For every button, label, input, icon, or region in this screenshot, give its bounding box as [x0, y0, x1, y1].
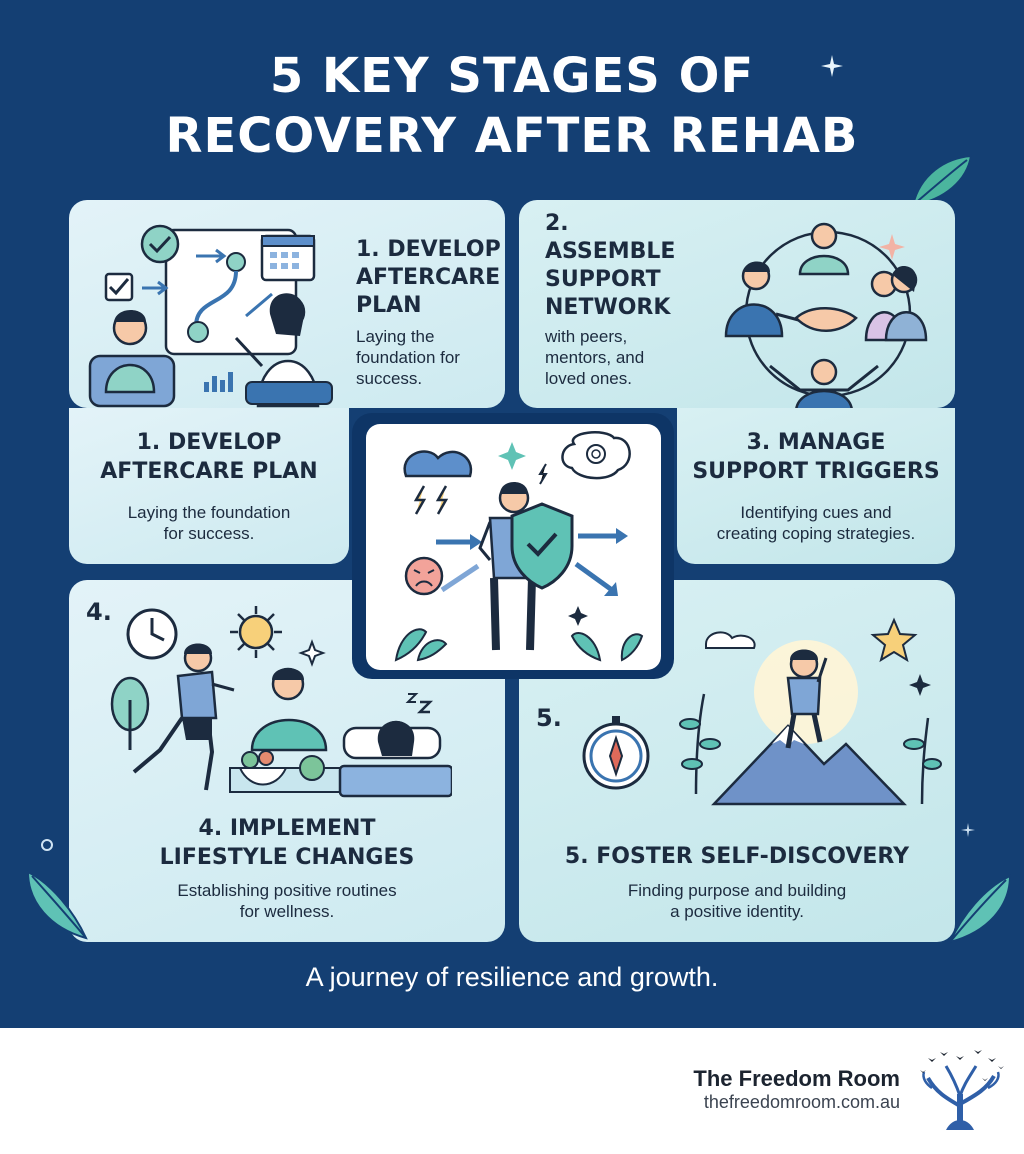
- page-title-line-2: RECOVERY AFTER REHAB: [165, 108, 859, 164]
- stage-2-heading: 2. ASSEMBLE SUPPORT NETWORK: [545, 210, 675, 322]
- stage-2-description-line: loved ones.: [545, 369, 632, 388]
- leaf-decoration-icon: [26, 870, 88, 940]
- tree-birds-logo-icon: [920, 1050, 1004, 1130]
- stage-1-side-heading: 1. DEVELOP AFTERCARE PLAN: [69, 428, 349, 486]
- stage-3-description-line: Identifying cues and: [740, 503, 892, 522]
- stage-5-heading-line: 5. FOSTER SELF-DISCOVERY: [564, 844, 910, 869]
- stage-2-description-line: with peers,: [545, 327, 628, 346]
- brand-url-link[interactable]: thefreedomroom.com.au: [703, 1092, 900, 1112]
- stage-4-description-line: for wellness.: [239, 902, 335, 921]
- circle-decoration-icon: [41, 839, 53, 851]
- stage-1-side-description-line: Laying the foundation: [127, 503, 291, 522]
- stage-1-top-heading-line: PLAN: [356, 293, 422, 318]
- page-title-line-1: 5 KEY STAGES OF: [269, 48, 755, 104]
- stage-1-side-description-line: for success.: [163, 524, 255, 543]
- stage-5-heading: 5. FOSTER SELF-DISCOVERY: [519, 842, 955, 871]
- stage-2-heading-line: ASSEMBLE: [545, 239, 676, 264]
- stage-2-heading-line: SUPPORT: [545, 267, 661, 292]
- stage-3-description: Identifying cues and creating coping str…: [677, 502, 955, 544]
- stage-5-description: Finding purpose and building a positive …: [519, 880, 955, 922]
- stage-4-heading-line: LIFESTYLE CHANGES: [159, 845, 415, 870]
- aftercare-plan-illustration-icon: [88, 224, 333, 408]
- stage-3-heading-line: 3. MANAGE: [746, 430, 886, 455]
- stage-5-description-line: a positive identity.: [670, 902, 804, 921]
- stage-4-heading-line: 4. IMPLEMENT: [198, 816, 376, 841]
- stage-2-panel: [519, 200, 955, 408]
- sparkle-icon: [821, 55, 843, 77]
- stage-4-number: 4.: [86, 598, 112, 626]
- stage-2-description: with peers, mentors, and loved ones.: [545, 326, 644, 389]
- stage-5-description-line: Finding purpose and building: [627, 881, 847, 900]
- stage-1-side-heading-line: AFTERCARE PLAN: [100, 459, 318, 484]
- stage-1-top-description-line: foundation for: [356, 348, 460, 367]
- brand-name: The Freedom Room: [693, 1066, 900, 1091]
- support-network-illustration-icon: [724, 222, 928, 412]
- stage-4-heading: 4. IMPLEMENT LIFESTYLE CHANGES: [69, 814, 505, 872]
- stage-2-heading-line: 2.: [545, 211, 569, 236]
- stage-1-top-heading-line: AFTERCARE: [356, 265, 501, 290]
- stage-4-description-line: Establishing positive routines: [177, 881, 397, 900]
- leaf-decoration-icon: [948, 874, 1012, 944]
- stage-3-heading: 3. MANAGE SUPPORT TRIGGERS: [677, 428, 955, 486]
- stage-1-top-heading-line: 1. DEVELOP: [356, 237, 501, 262]
- trigger-shield-illustration-icon: [394, 431, 644, 662]
- tagline: A journey of resilience and growth.: [305, 962, 719, 992]
- stage-1-side-panel: [69, 408, 349, 564]
- stage-1-top-description: Laying the foundation for success.: [356, 326, 460, 389]
- stage-3-panel: [677, 408, 955, 564]
- sparkle-icon: [961, 823, 975, 837]
- stage-3-heading-line: SUPPORT TRIGGERS: [692, 459, 940, 484]
- stage-1-top-description-line: Laying the: [356, 327, 435, 346]
- stage-1-side-heading-line: 1. DEVELOP: [136, 430, 282, 455]
- center-card: [366, 424, 661, 670]
- stage-1-side-description: Laying the foundation for success.: [69, 502, 349, 544]
- stage-1-top-heading: 1. DEVELOP AFTERCARE PLAN: [356, 236, 501, 320]
- footer: [0, 1028, 1024, 1154]
- stage-2-description-line: mentors, and: [545, 348, 645, 367]
- lifestyle-changes-illustration-icon: [110, 606, 452, 798]
- stage-4-description: Establishing positive routines for welln…: [69, 880, 505, 922]
- stage-1-top-description-line: success.: [356, 369, 423, 388]
- stage-5-number: 5.: [536, 704, 562, 732]
- stage-3-description-line: creating coping strategies.: [716, 524, 916, 543]
- self-discovery-illustration-icon: [582, 617, 942, 806]
- stage-2-heading-line: NETWORK: [545, 295, 671, 320]
- infographic-background: 5 KEY STAGES OF RECOVERY AFTER REHAB: [0, 0, 1024, 1028]
